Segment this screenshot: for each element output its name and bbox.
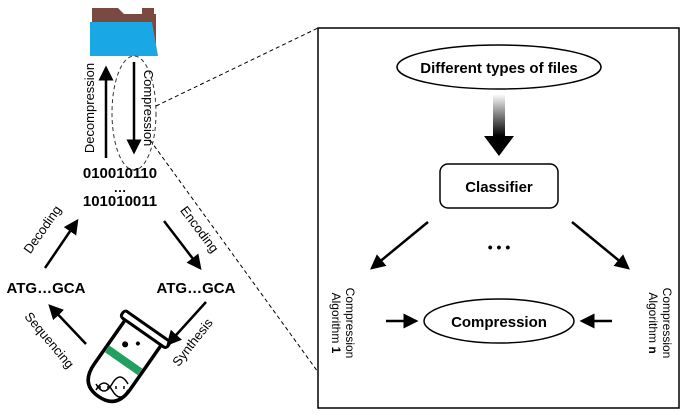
classifier-label: Classifier — [465, 179, 533, 196]
sequencing-label: Sequencing — [22, 309, 78, 371]
output-compression-label: Compression — [451, 314, 547, 331]
decoding-arrow — [43, 218, 79, 269]
algorithm-n-line1: Compression — [660, 288, 674, 359]
classifier-to-algorithm-n-arrow — [571, 221, 630, 270]
compression-algorithm-n-label: Compression Algorithm n — [646, 288, 674, 359]
test-tube-icon — [86, 309, 172, 404]
binary-bottom: 101010011 — [83, 193, 157, 210]
encoding-arrow — [163, 220, 202, 270]
algorithms-ellipsis: • • • — [488, 239, 511, 255]
sequencing-arrow — [48, 304, 87, 345]
algorithm-1-index: 1 — [329, 347, 343, 354]
input-files-label: Different types of files — [420, 60, 578, 77]
dna-sequence-left: ATG…GCA — [7, 280, 86, 297]
algorithm-n-word: Algorithm — [646, 292, 660, 343]
algorithm-1-word: Algorithm — [329, 293, 343, 344]
compression-highlight-ellipse — [111, 55, 157, 171]
algorithm-n-line2: Algorithm n — [646, 292, 660, 353]
detail-panel — [317, 27, 680, 409]
zoom-connector-bottom — [149, 139, 319, 373]
dna-icon — [95, 376, 129, 398]
output-compression-ellipse — [423, 298, 575, 344]
input-files-ellipse — [396, 44, 602, 90]
binary-ellipsis: … — [114, 180, 127, 195]
zoom-connector-top — [155, 27, 319, 107]
gradient-down-arrow — [484, 94, 514, 156]
decompression-label: Decompression — [82, 63, 97, 153]
algorithm-1-line2: Algorithm 1 — [329, 293, 343, 354]
algorithm-1-line1: Compression — [343, 288, 357, 359]
compression-algorithm-1-label: Compression Algorithm 1 — [329, 288, 357, 359]
classifier-to-algorithm-1-arrow — [370, 221, 429, 270]
folder-icon — [90, 8, 158, 56]
dna-sequence-right: ATG…GCA — [157, 280, 236, 297]
synthesis-label: Synthesis — [169, 315, 216, 369]
classifier-box — [439, 163, 559, 209]
synthesis-arrow — [166, 301, 207, 346]
compression-label: Compression — [141, 70, 156, 147]
algorithm-n-index: n — [646, 346, 660, 353]
binary-top: 010010110 — [83, 165, 157, 182]
